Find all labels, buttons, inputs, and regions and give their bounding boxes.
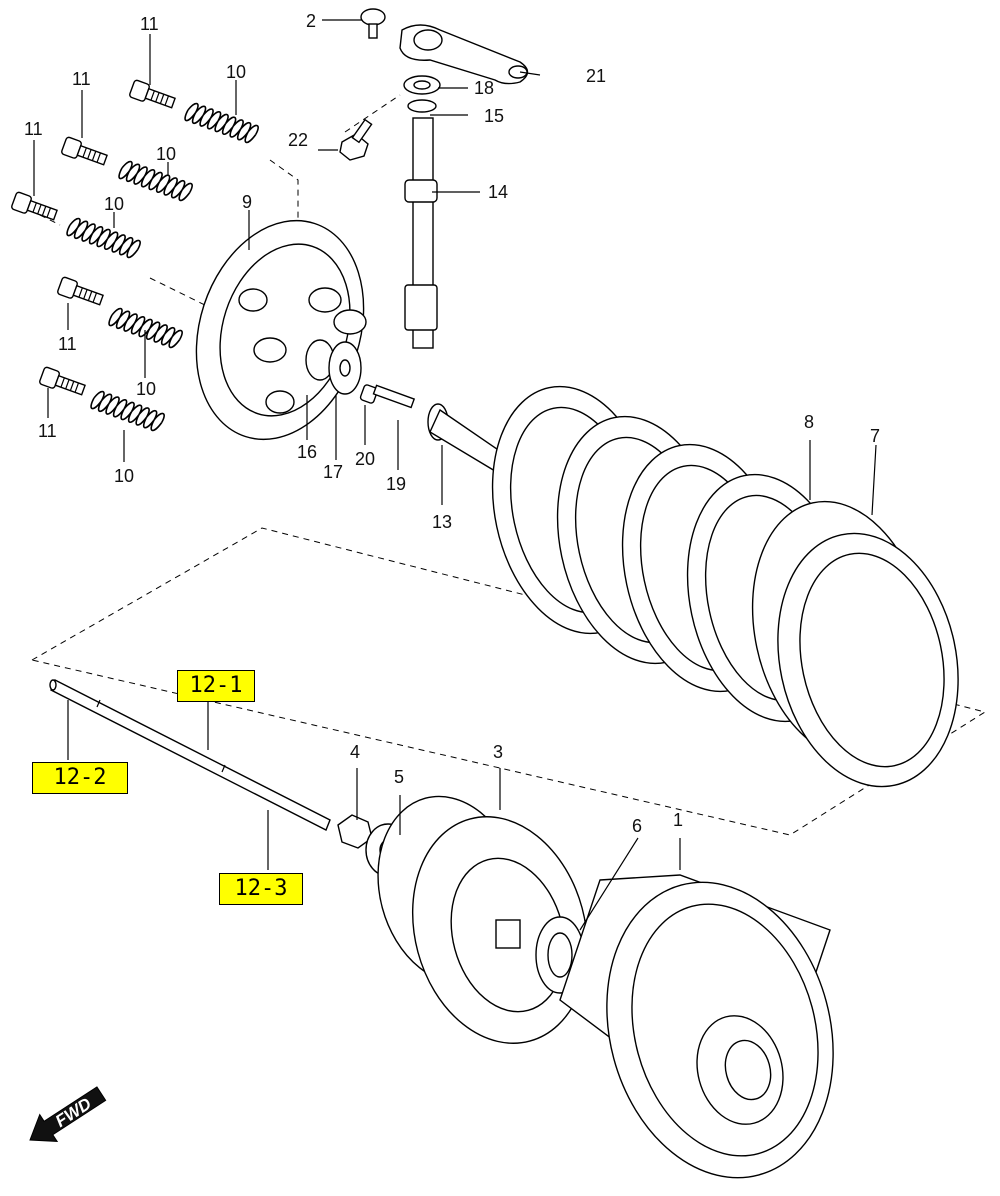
- label-7: 7: [870, 426, 880, 446]
- fwd-arrow-icon: FWD: [29, 1086, 107, 1142]
- label-8: 8: [804, 412, 814, 432]
- bolt: [11, 191, 58, 221]
- lifter-shaft: [404, 117, 438, 349]
- label-19: 19: [386, 474, 406, 494]
- clutch-outer: [559, 874, 834, 1179]
- label-12-1[interactable]: 12-1: [177, 670, 255, 702]
- label-11: 11: [38, 421, 57, 441]
- label-1: 1: [673, 810, 683, 830]
- adjuster-screw: [359, 384, 416, 409]
- clutch-spring: [118, 160, 193, 202]
- label-10: 10: [226, 62, 246, 82]
- label-17: 17: [323, 462, 343, 482]
- label-10: 10: [104, 194, 124, 214]
- label-11: 11: [72, 69, 91, 89]
- label-5: 5: [394, 767, 404, 787]
- label-11: 11: [140, 14, 159, 34]
- thrust-washer-hole: [547, 932, 573, 978]
- bolt: [57, 276, 104, 306]
- lifter-guide-line: [344, 94, 401, 133]
- bolt: [61, 136, 108, 166]
- assembly-boundary: [30, 527, 987, 836]
- washer-hole: [413, 80, 431, 90]
- bolt: [339, 118, 373, 161]
- lock-washer-hole: [339, 359, 351, 377]
- lifter-arm: [399, 24, 529, 85]
- bolt-group: [11, 79, 176, 396]
- spring-guide-line: [269, 159, 299, 225]
- spring-group: [66, 102, 259, 432]
- label-12-2[interactable]: 12-2: [32, 762, 128, 794]
- label-6: 6: [632, 816, 642, 836]
- clutch-center: [377, 795, 589, 1044]
- label-12-3[interactable]: 12-3: [219, 873, 303, 905]
- push-rod: [49, 679, 331, 831]
- label-18: 18: [474, 78, 494, 98]
- label-14: 14: [488, 182, 508, 202]
- clutch-spring: [184, 102, 259, 144]
- clutch-plate-stack: [491, 385, 959, 788]
- label-10: 10: [136, 379, 156, 399]
- pressure-plate: [195, 219, 367, 441]
- bolt: [39, 366, 86, 396]
- label-13: 13: [432, 512, 452, 532]
- label-2: 2: [306, 11, 316, 31]
- label-21: 21: [586, 66, 606, 86]
- label-11: 11: [58, 334, 77, 354]
- label-16: 16: [297, 442, 317, 462]
- label-20: 20: [355, 449, 375, 469]
- screw: [360, 8, 386, 39]
- clutch-spring: [108, 307, 183, 349]
- label-10: 10: [114, 466, 134, 486]
- oil-seal: [407, 99, 437, 113]
- label-22: 22: [288, 130, 308, 150]
- label-9: 9: [242, 192, 252, 212]
- bolt: [129, 79, 176, 109]
- label-3: 3: [493, 742, 503, 762]
- label-4: 4: [350, 742, 360, 762]
- clutch-spring: [66, 217, 141, 259]
- clutch-spring: [90, 390, 165, 432]
- label-10: 10: [156, 144, 176, 164]
- leader-line: [33, 19, 877, 931]
- label-15: 15: [484, 106, 504, 126]
- label-11: 11: [24, 119, 43, 139]
